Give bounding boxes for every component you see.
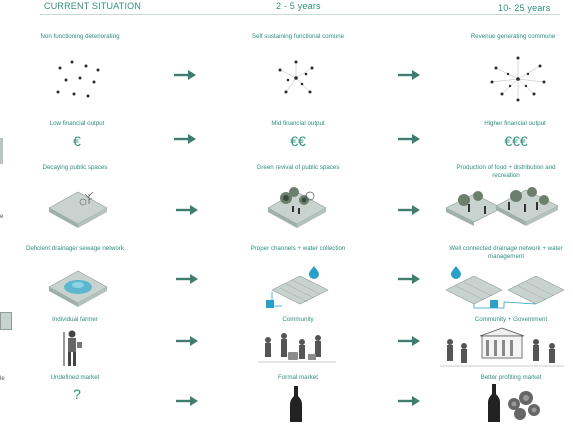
wine-and-produce-icon bbox=[488, 384, 540, 422]
header-10-25-years: 10- 25 years bbox=[498, 3, 551, 13]
euro-double: €€ bbox=[290, 133, 306, 149]
connected-network-icon bbox=[278, 60, 314, 94]
header-current-situation: CURRENT SITUATION bbox=[44, 1, 142, 11]
arrow-right-icon bbox=[398, 205, 420, 215]
edge-fragment-text: le bbox=[0, 376, 5, 382]
arrow-right-icon bbox=[176, 274, 198, 284]
row6-col1-label: Undefined market bbox=[50, 374, 100, 381]
decaying-plaza-tile-icon bbox=[48, 191, 108, 228]
row6-col3-label: Better profiting market bbox=[480, 374, 542, 381]
community-government-icon bbox=[440, 327, 564, 367]
header-2-5-years: 2 - 5 years bbox=[276, 1, 321, 11]
row3-col1-label: Decaying public spaces bbox=[42, 164, 108, 171]
row1-col3-label: Revenue generating commune bbox=[470, 33, 556, 40]
row1-col2-label: Self sustaining functional comune bbox=[251, 33, 345, 40]
arrow-right-icon bbox=[398, 134, 420, 144]
arrow-right-icon bbox=[174, 70, 196, 80]
edge-fragment-text: e bbox=[0, 214, 4, 220]
euro-single: € bbox=[73, 133, 81, 149]
row2-col2-label: Mid financial output bbox=[271, 120, 325, 127]
connected-drainage-icon bbox=[445, 266, 565, 309]
scattered-dots-icon bbox=[56, 60, 100, 98]
arrow-right-icon bbox=[398, 396, 420, 406]
community-group-icon bbox=[258, 333, 336, 363]
undefined-market-question-mark: ? bbox=[73, 386, 81, 402]
arrow-right-icon bbox=[398, 274, 420, 284]
row6-col2-label: Formal market bbox=[278, 374, 318, 381]
arrow-right-icon bbox=[398, 336, 420, 346]
row3-col2-label: Green revival of public spaces bbox=[256, 164, 340, 171]
row2-col3-label: Higher financial output bbox=[484, 120, 546, 127]
arrow-right-icon bbox=[398, 70, 420, 80]
green-plaza-tile-icon bbox=[267, 187, 327, 228]
euro-triple: €€€ bbox=[504, 133, 528, 149]
row5-col1-label: Individual farmer bbox=[52, 316, 98, 323]
header-rule bbox=[40, 14, 560, 15]
row4-col1-label: Deficient drainage/ sewage network bbox=[25, 245, 125, 252]
row5-col2-label: Community bbox=[282, 316, 314, 323]
channel-tile-icon bbox=[266, 266, 329, 308]
wine-bottle-icon bbox=[290, 386, 302, 422]
row3-col3-label: Production of food + distribution and re… bbox=[456, 164, 556, 179]
row4-col2-label: Proper channels + water collection bbox=[250, 245, 346, 252]
arrow-right-icon bbox=[176, 396, 198, 406]
row1-col1-label: Non functioning deteriorating bbox=[40, 33, 120, 40]
edge-fragment-tile bbox=[0, 312, 12, 330]
arrow-right-icon bbox=[176, 205, 198, 215]
row5-col3-label: Community + Government bbox=[474, 316, 548, 323]
dense-network-icon bbox=[490, 56, 546, 102]
arrow-right-icon bbox=[174, 134, 196, 144]
edge-fragment-bar bbox=[0, 138, 3, 164]
row4-col3-label: Well connected drainage network + water … bbox=[449, 245, 563, 260]
flooded-tile-icon bbox=[48, 270, 108, 307]
arrow-right-icon bbox=[176, 336, 198, 346]
farmer-figure-icon bbox=[63, 330, 82, 366]
row2-col1-label: Low financial output bbox=[49, 120, 105, 127]
food-production-plaza-icon bbox=[445, 187, 559, 226]
